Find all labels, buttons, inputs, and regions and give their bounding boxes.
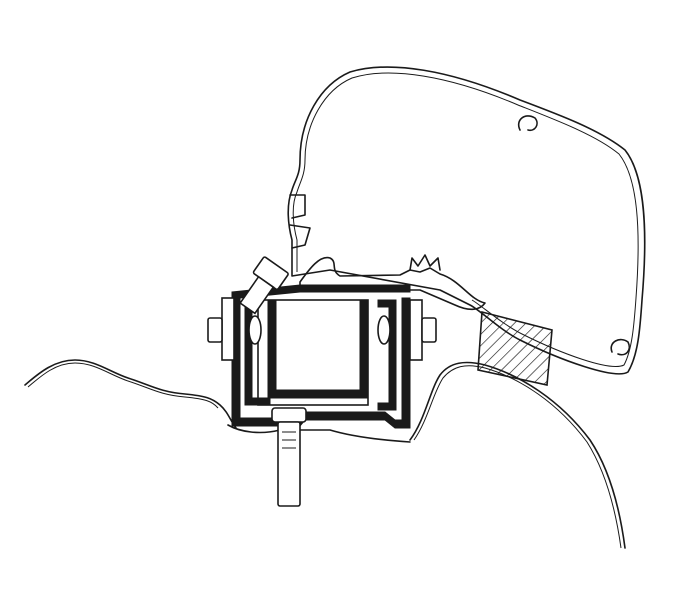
roof-profile-left <box>24 359 237 429</box>
cassette-clip-top <box>517 115 538 132</box>
mounting-bolt-shaft <box>277 421 301 507</box>
cassette-hook <box>289 194 311 249</box>
bracket-base <box>227 424 411 443</box>
bolt-head-left <box>207 317 223 343</box>
mounting-bolt-head <box>271 407 307 423</box>
rubber-spacer <box>477 310 553 386</box>
bracket-body <box>231 284 411 429</box>
adapter-rail <box>299 256 486 311</box>
clamp-plate-right <box>409 299 423 361</box>
bolt-nut-left <box>248 315 262 345</box>
bolt-nut-right <box>377 315 391 345</box>
roof-profile-right-inner <box>413 365 622 549</box>
awning-cassette <box>287 66 646 375</box>
mounting-bolt-thread <box>282 431 296 449</box>
bracket-center-channel <box>267 299 369 399</box>
rail-teeth <box>409 254 441 271</box>
clamp-plate-left <box>221 297 235 361</box>
cassette-clip-bottom <box>610 338 631 356</box>
roof-profile-inner <box>27 362 219 409</box>
roof-profile-right <box>409 361 626 549</box>
awning-cassette-inner <box>292 72 639 367</box>
angled-bolt <box>239 256 289 315</box>
bracket-right-channel <box>377 299 397 411</box>
bolt-head-right <box>421 317 437 343</box>
